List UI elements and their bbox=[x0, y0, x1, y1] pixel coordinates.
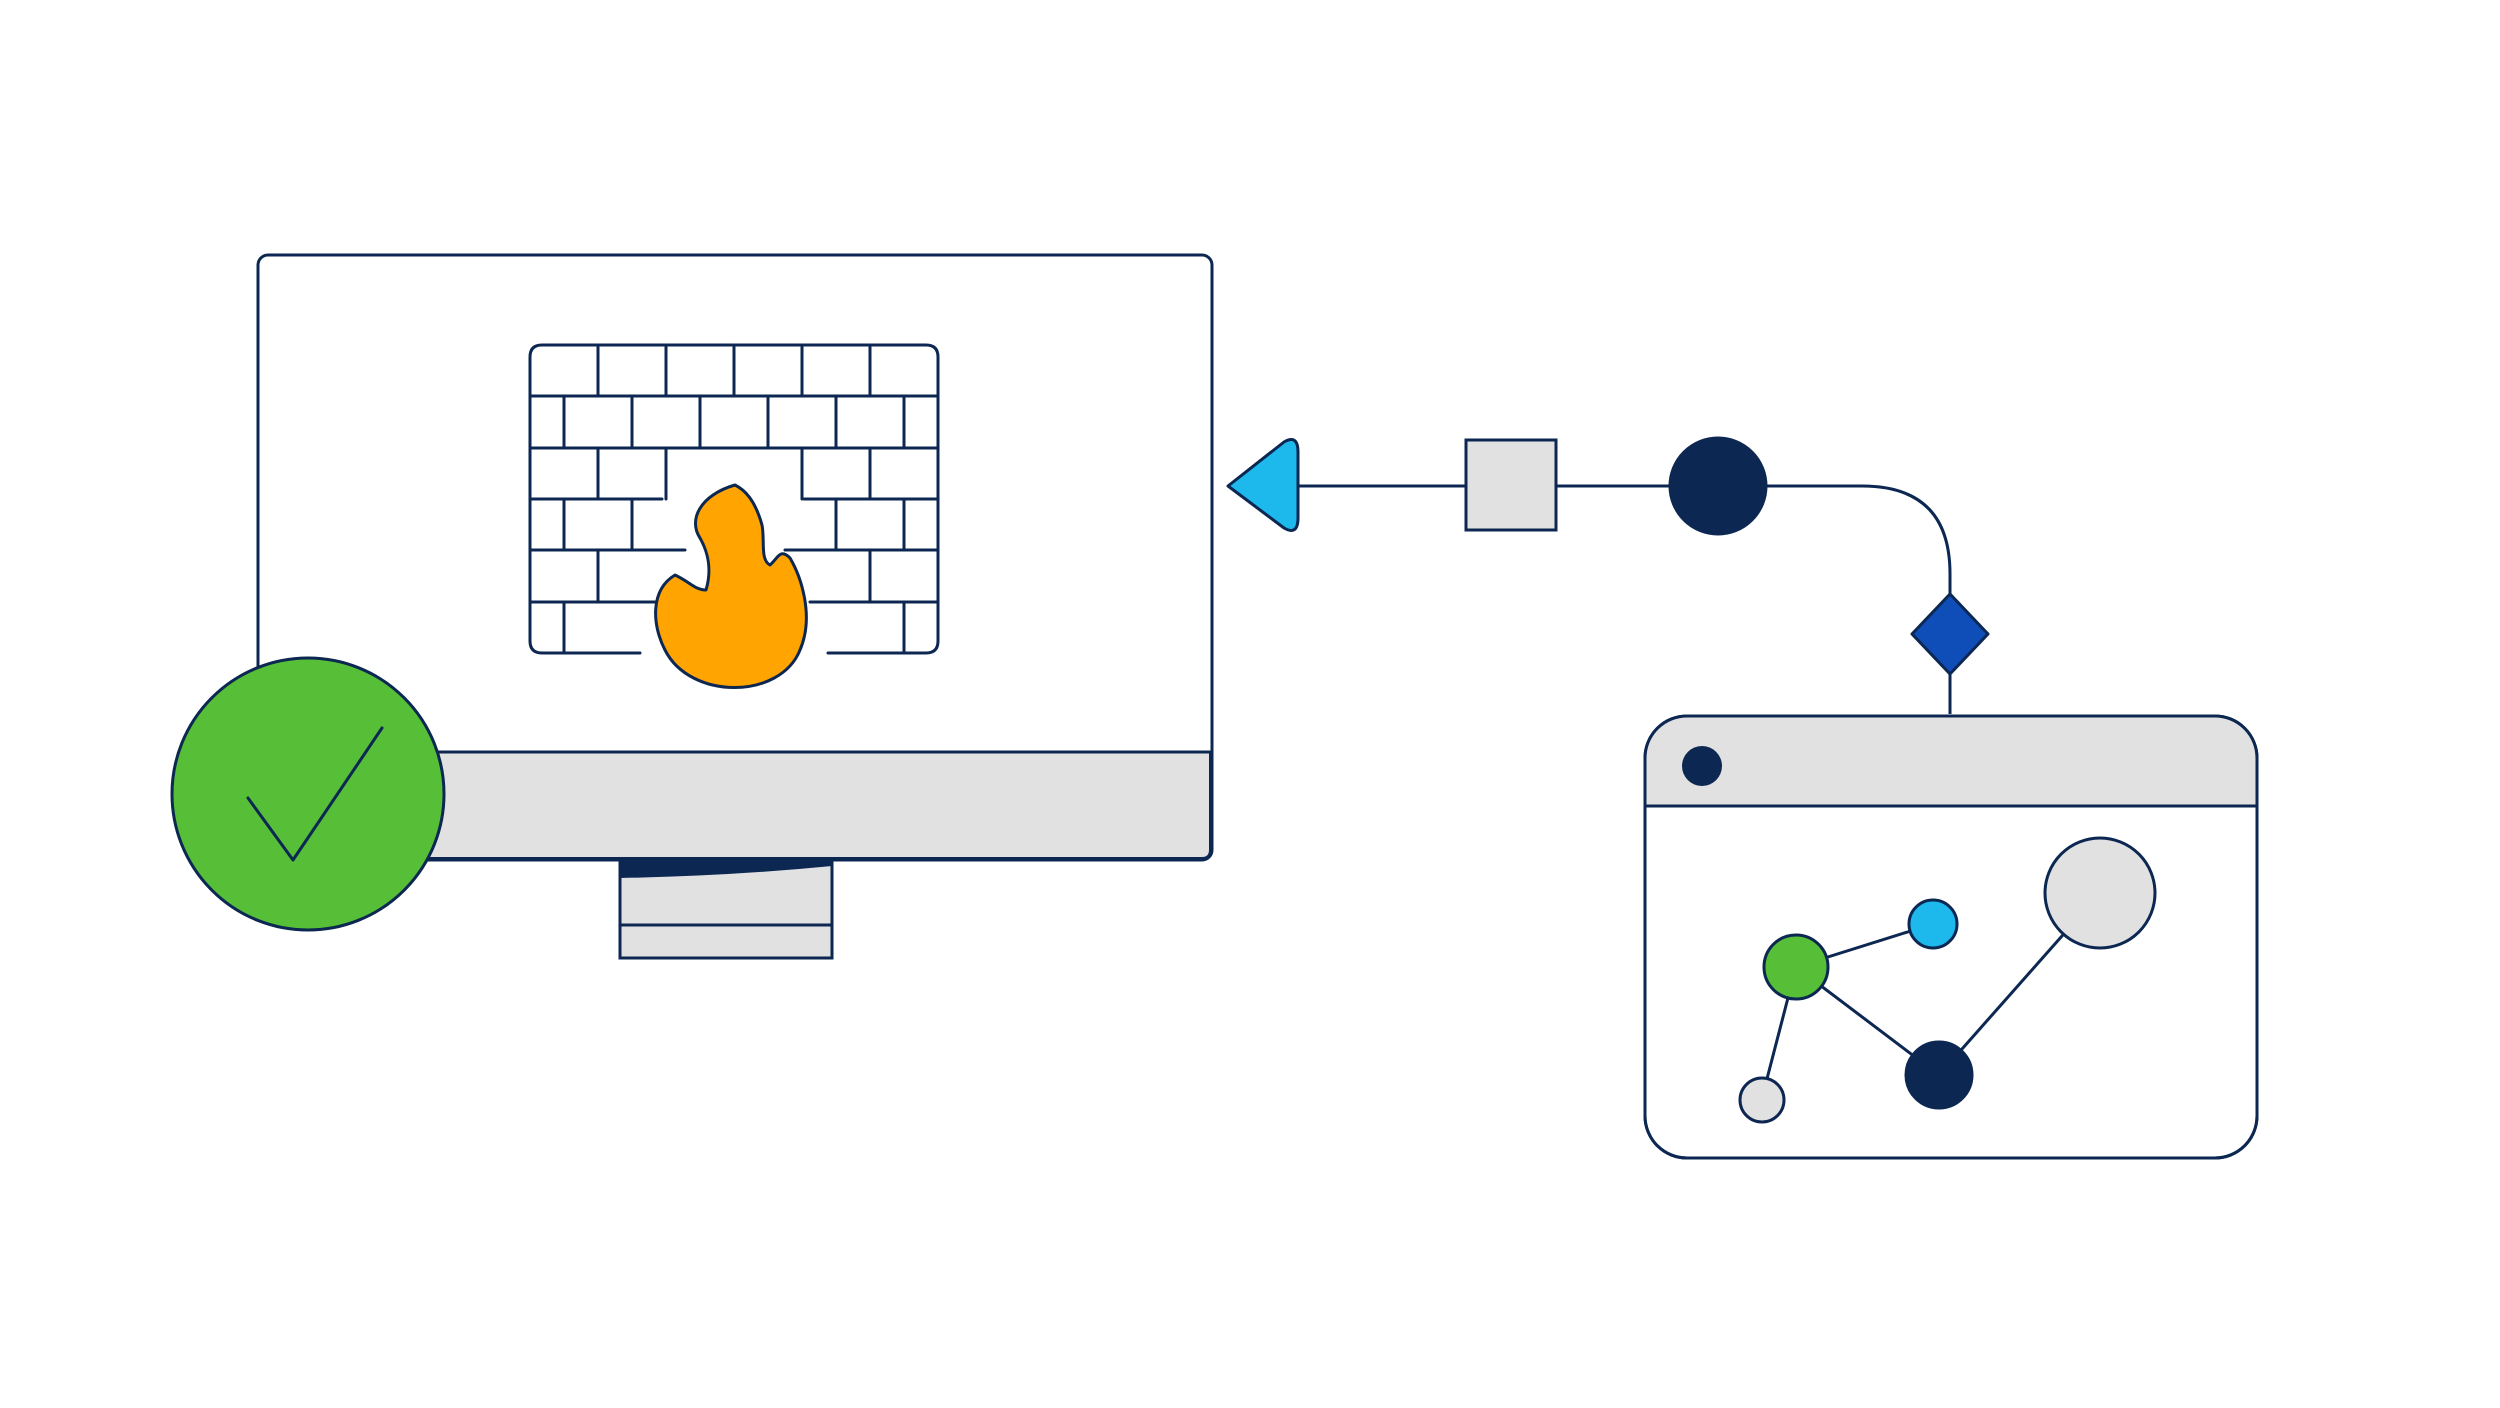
browser-title-bar bbox=[1646, 717, 2256, 806]
check-badge-icon bbox=[170, 656, 446, 932]
check-mark bbox=[246, 726, 384, 862]
brick-wall-icon bbox=[528, 343, 940, 655]
graph-node-cyan bbox=[1907, 898, 1959, 950]
graph-node-navy bbox=[1904, 1040, 1974, 1110]
arrow-left-icon bbox=[1226, 438, 1300, 532]
graph-node-gray-small bbox=[1738, 1076, 1786, 1124]
wall-joints bbox=[562, 343, 906, 655]
browser-frame-outline bbox=[1643, 714, 2259, 1160]
circle-node-icon bbox=[1668, 436, 1768, 536]
monitor-stand-shadow bbox=[620, 860, 832, 878]
check-badge-circle bbox=[170, 656, 446, 932]
flow-line bbox=[1296, 484, 1952, 714]
square-node-icon bbox=[1464, 438, 1558, 532]
graph-edges bbox=[1760, 892, 2102, 1099]
diamond-node-icon bbox=[1910, 592, 1990, 676]
flow-connector bbox=[1226, 436, 1990, 714]
browser-dot-icon bbox=[1682, 746, 1722, 786]
fire-icon bbox=[654, 483, 808, 689]
graph-node-gray-large bbox=[2043, 836, 2157, 950]
network-graph bbox=[1738, 836, 2157, 1124]
graph-node-green bbox=[1762, 933, 1830, 1001]
browser-window-icon bbox=[1643, 714, 2259, 1160]
